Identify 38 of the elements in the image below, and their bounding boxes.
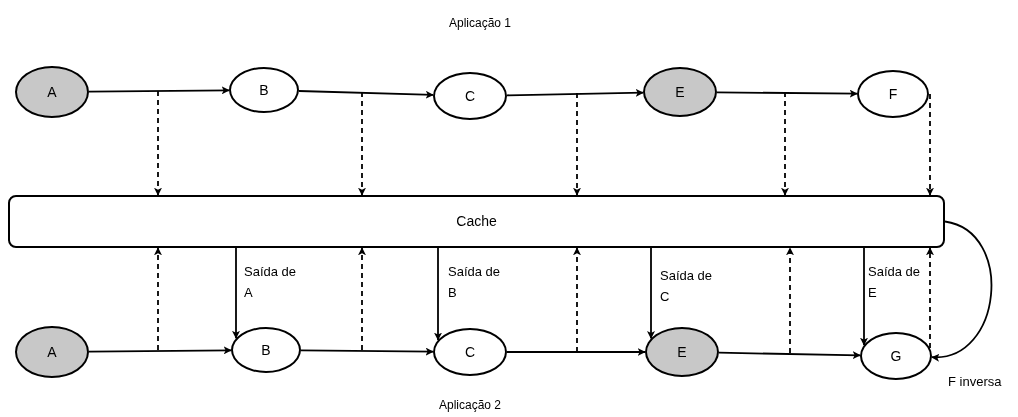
dashed-arrow [358, 247, 366, 351]
node-label: E [675, 82, 685, 102]
arrow [716, 89, 858, 98]
arrow [718, 351, 861, 360]
node-label: G [890, 346, 902, 366]
arrow [931, 220, 993, 361]
node-label: B [261, 340, 271, 360]
state-ellipse [231, 327, 301, 373]
node-label: C [464, 342, 476, 362]
application-title: Aplicação 1 [449, 15, 511, 32]
node-label: Cache [456, 212, 497, 231]
dashed-arrow [926, 93, 934, 196]
node-label: A [47, 82, 57, 102]
dashed-arrow [154, 247, 162, 351]
node-label: E [677, 342, 687, 362]
arrow [860, 247, 868, 346]
state-ellipse [645, 327, 719, 377]
node-label: A [47, 342, 57, 362]
arrow [88, 86, 230, 95]
dashed-arrow [786, 247, 794, 354]
dashed-arrow [781, 91, 789, 196]
dashed-arrow [358, 91, 366, 196]
application-title: Aplicação 2 [439, 397, 501, 414]
state-ellipse [860, 332, 932, 380]
arrow [298, 90, 434, 99]
dashed-arrow [154, 90, 162, 196]
state-ellipse [857, 70, 929, 118]
node-label: B [259, 80, 269, 100]
dashed-arrow [573, 92, 581, 196]
arrow [88, 346, 232, 355]
dashed-arrow [573, 247, 581, 353]
state-ellipse [433, 328, 507, 376]
arrow [506, 348, 646, 356]
arrow [506, 88, 644, 97]
cache-bar [8, 195, 945, 248]
arrow [300, 347, 434, 356]
node-label: C [464, 86, 476, 106]
node-label: F [888, 84, 898, 104]
